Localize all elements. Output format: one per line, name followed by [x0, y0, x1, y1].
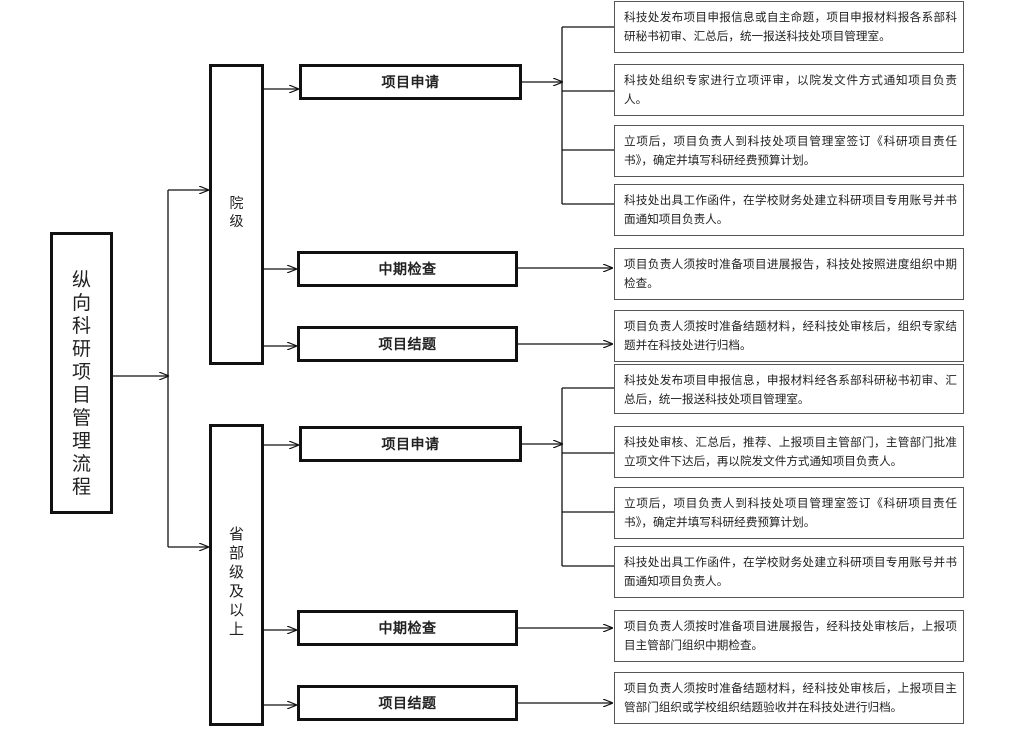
- step-label: 项目申请: [381, 75, 440, 91]
- desc-box: 项目负责人须按时准备结题材料，经科技处审核后，上报项目主管部门组织或学校组织结题…: [614, 672, 964, 724]
- desc-box: 科技处发布项目申报信息，申报材料经各系部科研秘书初审、汇总后，统一报送科技处项目…: [614, 364, 964, 414]
- desc-text: 科技处发布项目申报信息或自主命题，项目申报材料报各系部科研秘书初审、汇总后，统一…: [624, 10, 957, 43]
- step-label: 项目结题: [378, 696, 437, 712]
- desc-text: 项目负责人须按时准备项目进展报告，经科技处审核后，上报项目主管部门组织中期检查。: [624, 619, 957, 652]
- step-box-provincial-midterm: 中期检查: [297, 610, 518, 646]
- desc-box: 科技处组织专家进行立项评审，以院发文件方式通知项目负责人。: [614, 64, 964, 116]
- level-box-college: 院级: [209, 64, 264, 365]
- level-box-provincial: 省部级及以上: [209, 424, 264, 726]
- desc-text: 科技处审核、汇总后，推荐、上报项目主管部门，主管部门批准立项文件下达后，再以院发…: [624, 435, 957, 468]
- desc-box: 科技处审核、汇总后，推荐、上报项目主管部门，主管部门批准立项文件下达后，再以院发…: [614, 426, 964, 478]
- desc-text: 项目负责人须按时准备结题材料，经科技处审核后，上报项目主管部门组织或学校组织结题…: [624, 681, 957, 714]
- desc-text: 立项后，项目负责人到科技处项目管理室签订《科研项目责任书》，确定并填写科研经费预…: [624, 496, 957, 529]
- desc-box: 立项后，项目负责人到科技处项目管理室签订《科研项目责任书》，确定并填写科研经费预…: [614, 125, 964, 177]
- desc-box: 项目负责人须按时准备项目进展报告，科技处按照进度组织中期检查。: [614, 248, 964, 300]
- step-label: 中期检查: [378, 262, 437, 278]
- desc-box: 项目负责人须按时准备项目进展报告，经科技处审核后，上报项目主管部门组织中期检查。: [614, 610, 964, 662]
- level-label: 院级: [229, 196, 244, 230]
- root-box: 纵向科研项目管理流程: [50, 232, 113, 514]
- desc-text: 科技处出具工作函件，在学校财务处建立科研项目专用账号并书面通知项目负责人。: [624, 555, 957, 588]
- desc-box: 科技处发布项目申报信息或自主命题，项目申报材料报各系部科研秘书初审、汇总后，统一…: [614, 1, 964, 53]
- desc-box: 项目负责人须按时准备结题材料，经科技处审核后，组织专家结题并在科技处进行归档。: [614, 310, 964, 362]
- step-box-provincial-conclusion: 项目结题: [297, 685, 518, 721]
- desc-box: 科技处出具工作函件，在学校财务处建立科研项目专用账号并书面通知项目负责人。: [614, 546, 964, 598]
- step-label: 项目结题: [378, 337, 437, 353]
- step-box-college-application: 项目申请: [299, 64, 522, 100]
- desc-text: 科技处组织专家进行立项评审，以院发文件方式通知项目负责人。: [624, 73, 957, 106]
- desc-text: 科技处出具工作函件，在学校财务处建立科研项目专用账号并书面通知项目负责人。: [624, 193, 957, 226]
- step-box-college-conclusion: 项目结题: [297, 326, 518, 362]
- desc-text: 科技处发布项目申报信息，申报材料经各系部科研秘书初审、汇总后，统一报送科技处项目…: [624, 373, 957, 406]
- level-label: 省部级及以上: [228, 525, 244, 638]
- desc-text: 项目负责人须按时准备项目进展报告，科技处按照进度组织中期检查。: [624, 257, 957, 290]
- desc-box: 立项后，项目负责人到科技处项目管理室签订《科研项目责任书》，确定并填写科研经费预…: [614, 487, 964, 539]
- desc-text: 项目负责人须按时准备结题材料，经科技处审核后，组织专家结题并在科技处进行归档。: [624, 319, 957, 352]
- step-box-provincial-application: 项目申请: [299, 426, 522, 462]
- desc-text: 立项后，项目负责人到科技处项目管理室签订《科研项目责任书》，确定并填写科研经费预…: [624, 134, 957, 167]
- step-box-college-midterm: 中期检查: [297, 251, 518, 287]
- desc-box: 科技处出具工作函件，在学校财务处建立科研项目专用账号并书面通知项目负责人。: [614, 184, 964, 236]
- step-label: 项目申请: [381, 437, 440, 453]
- root-title: 纵向科研项目管理流程: [71, 269, 91, 498]
- step-label: 中期检查: [378, 621, 437, 637]
